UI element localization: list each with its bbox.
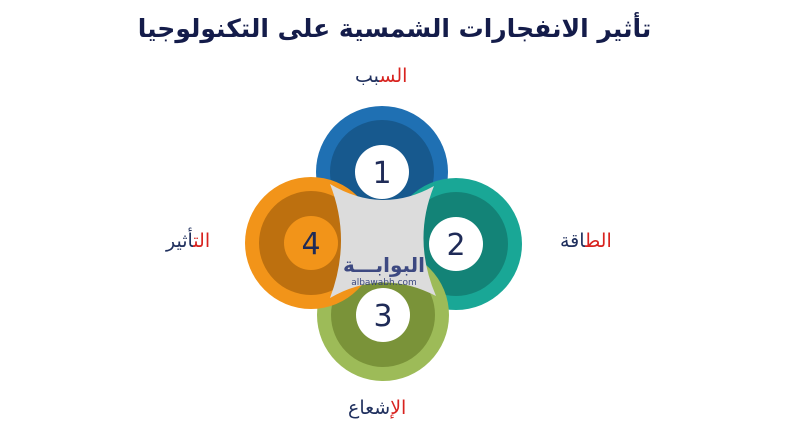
badge-1-number: 1 [372, 156, 391, 191]
label-impact: التأثير [166, 230, 210, 252]
label-energy-accent: الط [585, 230, 612, 252]
label-radiation: الإشعاع [348, 397, 406, 419]
badge-3-number: 3 [373, 299, 392, 334]
label-energy-rest: اقة [560, 230, 586, 252]
badge-1 [355, 145, 409, 199]
badge-2-number: 2 [446, 228, 465, 263]
label-impact-accent: الت [193, 230, 211, 252]
badge-3 [356, 288, 410, 342]
label-cause: السبب [355, 65, 407, 87]
label-energy: الطاقة [560, 230, 612, 252]
badge-2 [429, 217, 483, 271]
label-impact-rest: أثير [166, 230, 194, 252]
label-radiation-rest: شعاع [348, 397, 391, 419]
label-cause-accent: الس [379, 65, 408, 87]
badge-4-number: 4 [301, 227, 320, 262]
label-cause-rest: بب [355, 65, 380, 87]
watermark-subtext: albawabh.com [351, 278, 417, 288]
badge-4 [284, 216, 338, 270]
center-overlap [330, 184, 436, 298]
watermark-text: البوابـــة [343, 253, 425, 277]
watermark-logo: البوابـــة albawabh.com [343, 253, 425, 288]
label-radiation-accent: الإ [390, 397, 407, 419]
page-title: تأثير الانفجارات الشمسية على التكنولوجيا [137, 14, 652, 43]
